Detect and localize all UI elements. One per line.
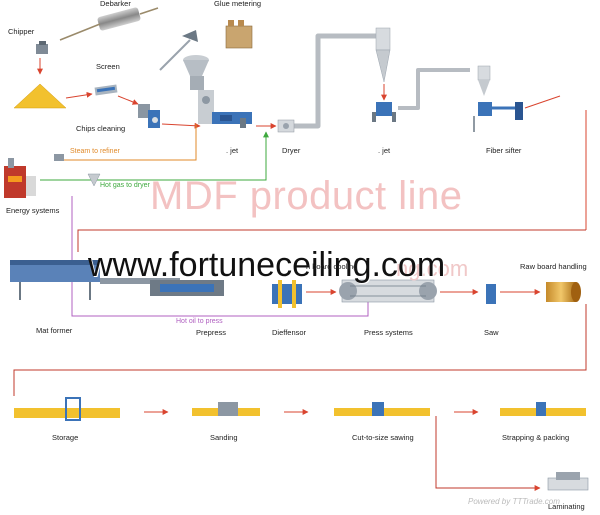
mat-former-icon [10, 260, 180, 300]
sifter-duct [398, 68, 470, 110]
dry-jet-icon [372, 102, 396, 122]
label-strapping-packing: Strapping & packing [502, 433, 570, 442]
valve-icon [54, 154, 64, 161]
pile-to-screen-arrow [65, 91, 93, 99]
refiner-icon [183, 55, 252, 128]
to-laminating-line [435, 416, 541, 491]
sifter-exit-arrow [524, 95, 561, 109]
watermark-background-url: ng.com [396, 256, 469, 281]
cut-to-size-icon [334, 402, 430, 416]
label-storage: Storage [52, 433, 79, 442]
dryer-duct [292, 33, 387, 129]
label-cut-to-size-sawing: Cut-to-size sawing [352, 433, 414, 442]
screen-to-cleaning-arrow [117, 95, 139, 105]
label-board-cooling: n board cooling [306, 262, 358, 271]
watermark-credit: Powered by TTTrade.com [468, 497, 560, 506]
label-screen: Screen [96, 62, 120, 71]
feed-hopper-icon [182, 30, 198, 42]
label-laminating: Laminating [548, 502, 585, 511]
storage-icon [14, 397, 120, 421]
hot-gas-line [40, 131, 269, 181]
label-saw: Saw [484, 328, 499, 337]
debarker-icon [59, 7, 159, 41]
sanding-icon [192, 402, 260, 416]
label-sanding: Sanding [210, 433, 238, 442]
conveyor-incline [159, 39, 191, 71]
fiber-sifter-icon [473, 65, 523, 132]
prepress-icon [150, 280, 224, 296]
glue-metering-icon [225, 20, 253, 49]
dryer-inlet-icon [277, 119, 295, 133]
saw-icon [486, 284, 496, 304]
label-prepress: Prepress [196, 328, 227, 337]
steam-line [60, 124, 197, 161]
cleaning-to-jet-arrow [161, 122, 201, 129]
label-raw-board-handling: Raw board handling [520, 262, 587, 271]
label-fiber-sifter: Fiber sifter [486, 146, 522, 155]
hot-oil-line [71, 196, 369, 317]
laminating-icon [547, 472, 589, 491]
gas-nozzle-icon [87, 173, 101, 187]
label-jet-2: . jet [378, 146, 391, 155]
label-chipper: Chipper [8, 27, 35, 36]
label-jet-1: . jet [226, 146, 239, 155]
chips-cleaning-icon [138, 104, 160, 128]
label-mat-former: Mat former [36, 326, 73, 335]
label-press-systems: Press systems [364, 328, 413, 337]
label-glue-metering: Glue metering [214, 0, 262, 8]
label-debarker: Debarker [100, 0, 131, 8]
middle-to-bottom-line [13, 304, 587, 396]
label-dryer: Dryer [282, 146, 301, 155]
label-hot-gas-to-dryer: Hot gas to dryer [100, 182, 150, 189]
screen-machine-icon [94, 84, 118, 96]
label-dieffensor: Dieffensor [272, 328, 307, 337]
watermark-title: MDF product line [150, 174, 463, 218]
label-hot-oil-to-press: Hot oil to press [176, 318, 223, 325]
press-systems-icon [339, 279, 437, 303]
label-energy-systems: Energy systems [6, 206, 60, 215]
label-chips-cleaning: Chips cleaning [76, 124, 126, 133]
raw-board-coil-icon [546, 282, 581, 302]
chipper-machine-icon [36, 41, 48, 54]
dieffensor-icon [272, 280, 302, 308]
watermark-url: www.fortuneceiling.com [88, 246, 446, 284]
main-flow-line [77, 229, 586, 252]
energy-system-icon [4, 158, 36, 198]
strapping-icon [500, 402, 586, 416]
chip-pile-icon [13, 83, 67, 109]
label-steam-to-refiner: Steam to refiner [70, 148, 120, 155]
cyclone-icon [375, 27, 391, 83]
